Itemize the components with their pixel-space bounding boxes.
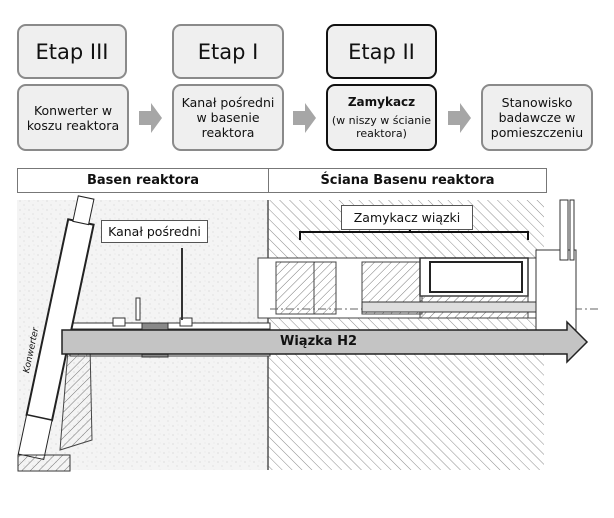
- beam-label: Wiązka H2: [280, 334, 358, 349]
- stage-label-etap-iii: Etap III: [17, 24, 127, 79]
- stage-label-text: Etap III: [35, 39, 109, 64]
- section-header-text: Ściana Basenu reaktora: [320, 173, 495, 188]
- stage-description-test-station: Stanowisko badawcze w pomieszczeniu: [481, 84, 593, 151]
- stage-label-etap-i: Etap I: [172, 24, 284, 79]
- stage-description-text: Kanał pośredni w basenie reaktora: [181, 95, 275, 140]
- stage-description-shutter: Zamykacz (w niszy w ścianie reaktora): [326, 84, 437, 151]
- section-header-reactor-pool: Basen reaktora: [17, 168, 269, 193]
- callout-beam-shutter: Zamykacz wiązki: [341, 205, 473, 230]
- callout-text: Kanał pośredni: [108, 224, 201, 239]
- converter: [17, 195, 95, 461]
- callout-text: Zamykacz wiązki: [353, 210, 461, 225]
- beam-arrow: [61, 320, 589, 364]
- stage-description-text: Konwerter w koszu reaktora: [26, 102, 120, 133]
- stage-label-text: Etap II: [348, 39, 415, 64]
- callout-intermediate-channel: Kanał pośredni: [101, 220, 208, 243]
- shutter-assembly: [257, 199, 600, 331]
- stage-description-text: Stanowisko badawcze w pomieszczeniu: [490, 95, 584, 140]
- stage-description-channel: Kanał pośredni w basenie reaktora: [172, 84, 284, 151]
- stage-label-text: Etap I: [197, 39, 259, 64]
- stage-label-etap-ii: Etap II: [326, 24, 437, 79]
- stage-description-title: Zamykacz: [347, 95, 416, 109]
- section-header-text: Basen reaktora: [87, 173, 199, 188]
- stage-description-converter: Konwerter w koszu reaktora: [17, 84, 129, 151]
- stage-description-text: (w niszy w ścianie reaktora): [331, 114, 432, 140]
- section-header-pool-wall: Ściana Basenu reaktora: [268, 168, 547, 193]
